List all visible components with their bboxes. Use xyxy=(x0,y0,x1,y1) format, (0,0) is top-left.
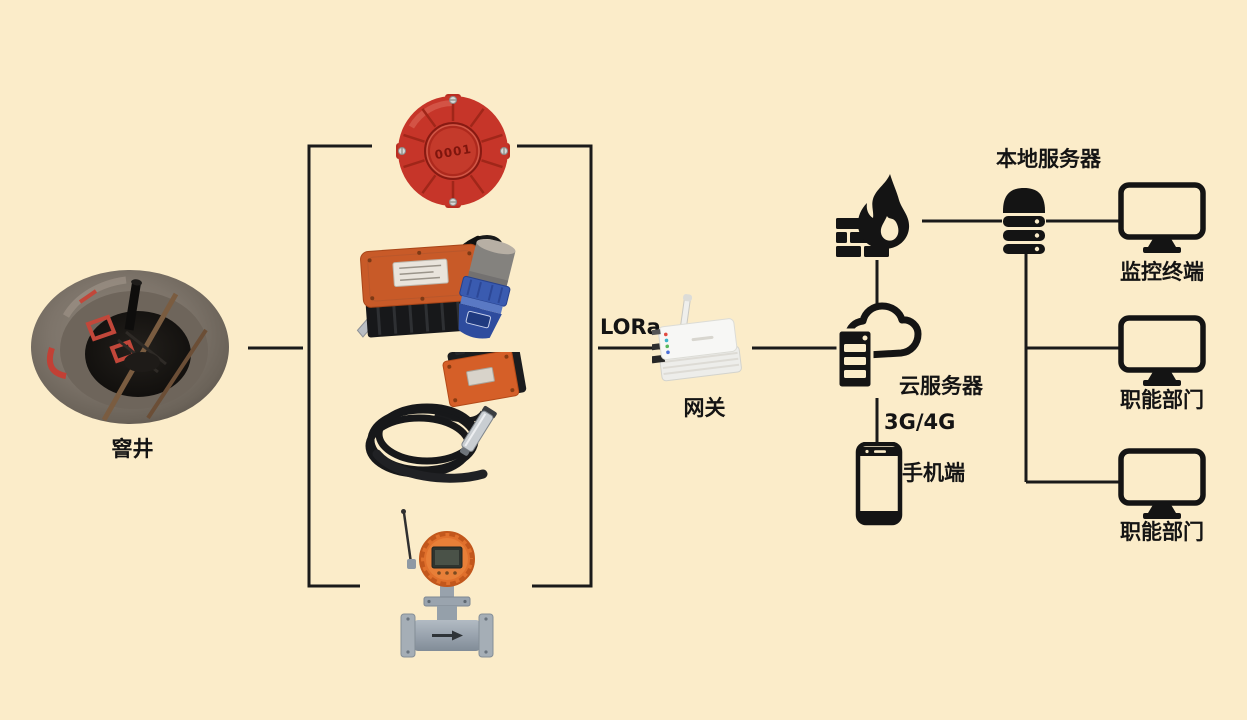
bracket-left xyxy=(307,144,372,588)
gateway-label: 网关 xyxy=(683,396,726,420)
gateway-device-image xyxy=(652,293,757,398)
alarm-device-image: 0001 xyxy=(393,91,513,211)
lora-link-label: LORa xyxy=(600,315,661,339)
cloud-server-icon xyxy=(834,296,952,406)
monitor-icon-terminal xyxy=(1118,182,1206,254)
pressure-sensor-image xyxy=(365,352,530,487)
firewall-icon xyxy=(830,168,925,263)
mobile-label: 手机端 xyxy=(902,461,965,485)
monitor-icon-dept2 xyxy=(1118,448,1206,520)
flow-meter-image xyxy=(390,505,505,667)
cloud-server-label: 云服务器 xyxy=(899,374,983,398)
local-server-label: 本地服务器 xyxy=(996,147,1101,171)
terminal3-label: 职能部门 xyxy=(1120,520,1204,544)
bracket-right xyxy=(517,144,593,588)
cellular-link-label: 3G/4G xyxy=(884,410,956,434)
alarm-code-text: 0001 xyxy=(434,142,473,162)
well-label: 窨井 xyxy=(111,437,154,461)
smartphone-icon xyxy=(855,442,903,526)
well-photo xyxy=(30,268,235,428)
ultrasonic-sensor-image xyxy=(352,222,537,340)
database-server-icon xyxy=(1000,185,1048,255)
terminal1-label: 监控终端 xyxy=(1120,260,1204,284)
terminal2-label: 职能部门 xyxy=(1120,388,1204,412)
monitor-icon-dept1 xyxy=(1118,315,1206,387)
